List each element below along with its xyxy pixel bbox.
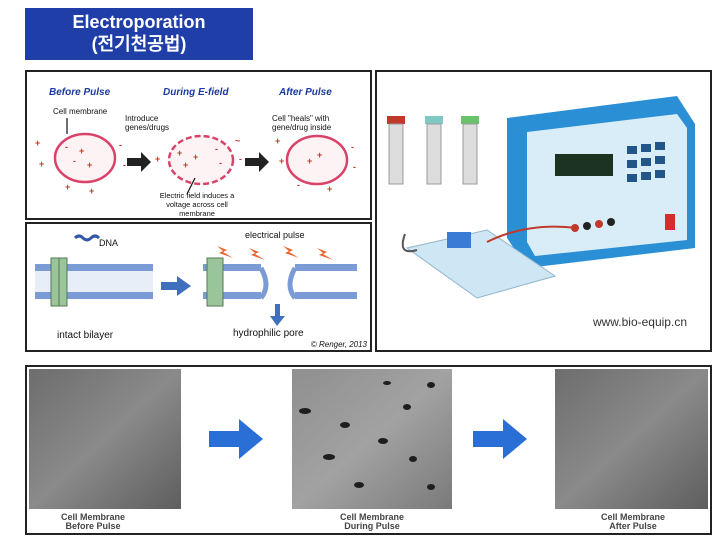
cell-during: [167, 134, 235, 186]
hydrophilic-pore-label: hydrophilic pore: [233, 328, 304, 339]
heals-label-1: Cell "heals" with: [272, 114, 329, 123]
svg-text:+: +: [307, 156, 312, 166]
micrographs: Cell Membrane Before Pulse Cell Membrane…: [27, 367, 710, 533]
micrograph-before: [29, 369, 181, 509]
svg-text:+: +: [279, 156, 284, 166]
svg-text:+: +: [35, 138, 40, 148]
cuvettes: [387, 116, 479, 185]
svg-text:+: +: [87, 160, 92, 170]
svg-text:+: +: [317, 150, 322, 160]
svg-text:+: +: [183, 160, 188, 170]
svg-text:-: -: [219, 158, 222, 168]
micro-after-label-1: Cell Membrane: [601, 512, 665, 522]
watermark-label: www.bio-equip.cn: [592, 315, 687, 329]
field-pointer: [186, 177, 196, 195]
svg-text:-: -: [119, 140, 122, 150]
micro-before-label-2: Before Pulse: [65, 521, 120, 531]
field-label-1: Electric field induces a: [160, 191, 235, 200]
dna-label: DNA: [99, 238, 118, 248]
electroporator-photo-panel: www.bio-equip.cn: [375, 70, 712, 352]
title-line-2: (전기천공법): [91, 34, 187, 54]
svg-text:-: -: [239, 154, 242, 164]
membrane-pores: [299, 381, 435, 490]
cell-before: [53, 132, 117, 184]
during-efield-heading: During E-field: [163, 87, 229, 98]
micro-arrow-2: [473, 419, 527, 459]
stage-arrow-2: [245, 152, 269, 172]
intact-bilayer: [35, 257, 153, 307]
svg-text:+: +: [327, 184, 332, 194]
svg-text:+: +: [39, 159, 44, 169]
title-box: Electroporation (전기천공법): [25, 8, 253, 60]
cell-diagram-panel: Before Pulse During E-field After Pulse …: [25, 70, 372, 220]
stage-arrow-1: [127, 152, 151, 172]
electrical-pulse-label: electrical pulse: [245, 230, 305, 240]
introduce-label-1: Introduce: [125, 114, 159, 123]
credit-label: © Renger, 2013: [311, 340, 368, 349]
field-label-3: membrane: [179, 209, 215, 218]
svg-text:-: -: [73, 156, 76, 166]
bilayer-diagram: DNA electrical pulse: [35, 230, 368, 349]
micro-during-label-1: Cell Membrane: [340, 512, 404, 522]
porated-bilayer: [203, 257, 357, 326]
charges-after: + + + + - - - +: [275, 136, 356, 194]
svg-text:-: -: [353, 162, 356, 172]
micro-after-label-2: After Pulse: [609, 521, 657, 531]
svg-text:+: +: [155, 154, 160, 164]
cell-after: [285, 134, 349, 186]
cell-diagram: Before Pulse During E-field After Pulse …: [35, 87, 356, 218]
svg-text:+: +: [89, 186, 94, 196]
svg-text:+: +: [65, 182, 70, 192]
svg-text:+: +: [79, 146, 84, 156]
dna-strand: [73, 234, 101, 242]
cell-membrane-label: Cell membrane: [53, 107, 108, 116]
svg-text:-: -: [351, 142, 354, 152]
title-line-1: Electroporation: [72, 12, 206, 32]
bilayer-diagram-panel: DNA electrical pulse: [25, 222, 372, 352]
micrograph-during: [292, 369, 452, 509]
before-pulse-heading: Before Pulse: [49, 87, 111, 98]
intact-bilayer-label: intact bilayer: [57, 330, 114, 341]
svg-text:+: +: [193, 152, 198, 162]
micro-before-label-1: Cell Membrane: [61, 512, 125, 522]
field-label-2: voltage across cell: [166, 200, 228, 209]
svg-text:-: -: [123, 160, 126, 170]
svg-text:+: +: [275, 136, 280, 146]
bilayer-arrow: [161, 276, 191, 296]
svg-text:-: -: [65, 142, 68, 152]
pulse-bolts: [217, 246, 333, 260]
micrograph-after: [555, 369, 708, 509]
cuvette-holder: [401, 225, 578, 299]
micro-arrow-1: [209, 419, 263, 459]
micrograph-panel: Cell Membrane Before Pulse Cell Membrane…: [25, 365, 712, 535]
svg-text:-: -: [297, 180, 300, 190]
charges-before: ++++ --++ --: [35, 138, 126, 196]
introduce-label-2: genes/drugs: [125, 123, 169, 132]
electroporator-photo: www.bio-equip.cn: [377, 72, 710, 350]
svg-text:-: -: [215, 144, 218, 154]
charges-during: +++- -+-~: [155, 136, 242, 170]
electroporator-device: [507, 96, 695, 268]
heals-label-2: gene/drug inside: [272, 123, 332, 132]
svg-text:~: ~: [235, 136, 240, 146]
micro-during-label-2: During Pulse: [344, 521, 400, 531]
after-pulse-heading: After Pulse: [278, 87, 332, 98]
svg-text:+: +: [177, 148, 182, 158]
